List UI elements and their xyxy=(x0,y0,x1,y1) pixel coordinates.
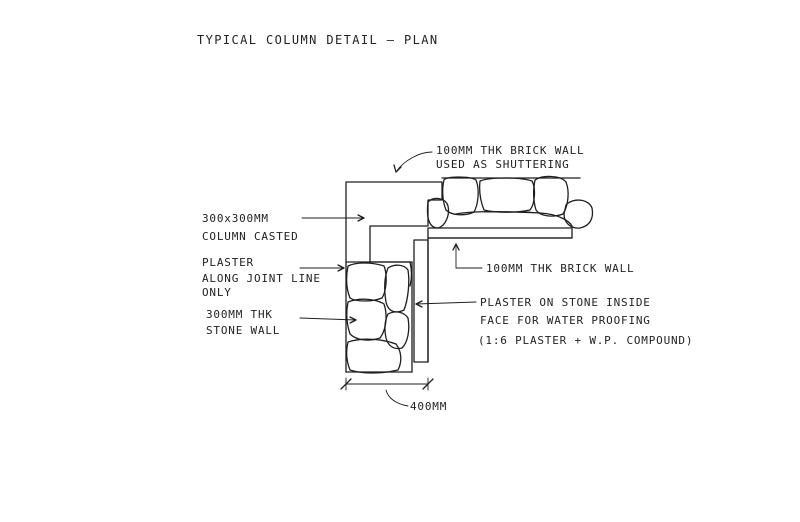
horizontal-brick-wall xyxy=(427,227,573,239)
label-plaster-line2: ALONG JOINT LINE xyxy=(202,272,321,285)
label-column-line2: COLUMN CASTED xyxy=(202,230,299,243)
label-stone-line2: STONE WALL xyxy=(206,324,280,337)
drawing-title: TYPICAL COLUMN DETAIL — PLAN xyxy=(197,33,439,47)
label-brick-shutter-line1: 100MM THK BRICK WALL xyxy=(436,144,584,157)
label-brick-shutter-line2: USED AS SHUTTERING xyxy=(436,158,570,171)
label-plaster-line3: ONLY xyxy=(202,286,232,299)
leader-lines xyxy=(299,151,483,324)
label-waterproof-line2: FACE FOR WATER PROOFING xyxy=(480,314,651,327)
label-brick-wall: 100MM THK BRICK WALL xyxy=(486,262,634,275)
label-stone-line1: 300MM THK xyxy=(206,308,273,321)
label-waterproof-line1: PLASTER ON STONE INSIDE xyxy=(480,296,651,309)
dimension-400mm xyxy=(340,377,434,407)
stone-wall-horizontal xyxy=(426,175,594,229)
brick-shuttering-wall xyxy=(345,181,443,263)
label-dimension: 400MM xyxy=(410,400,447,413)
label-plaster-line1: PLASTER xyxy=(202,256,254,269)
label-column-line1: 300x300MM xyxy=(202,212,269,225)
label-waterproof-line3: (1:6 PLASTER + W.P. COMPOUND) xyxy=(478,334,693,347)
stone-wall-vertical xyxy=(345,261,413,374)
